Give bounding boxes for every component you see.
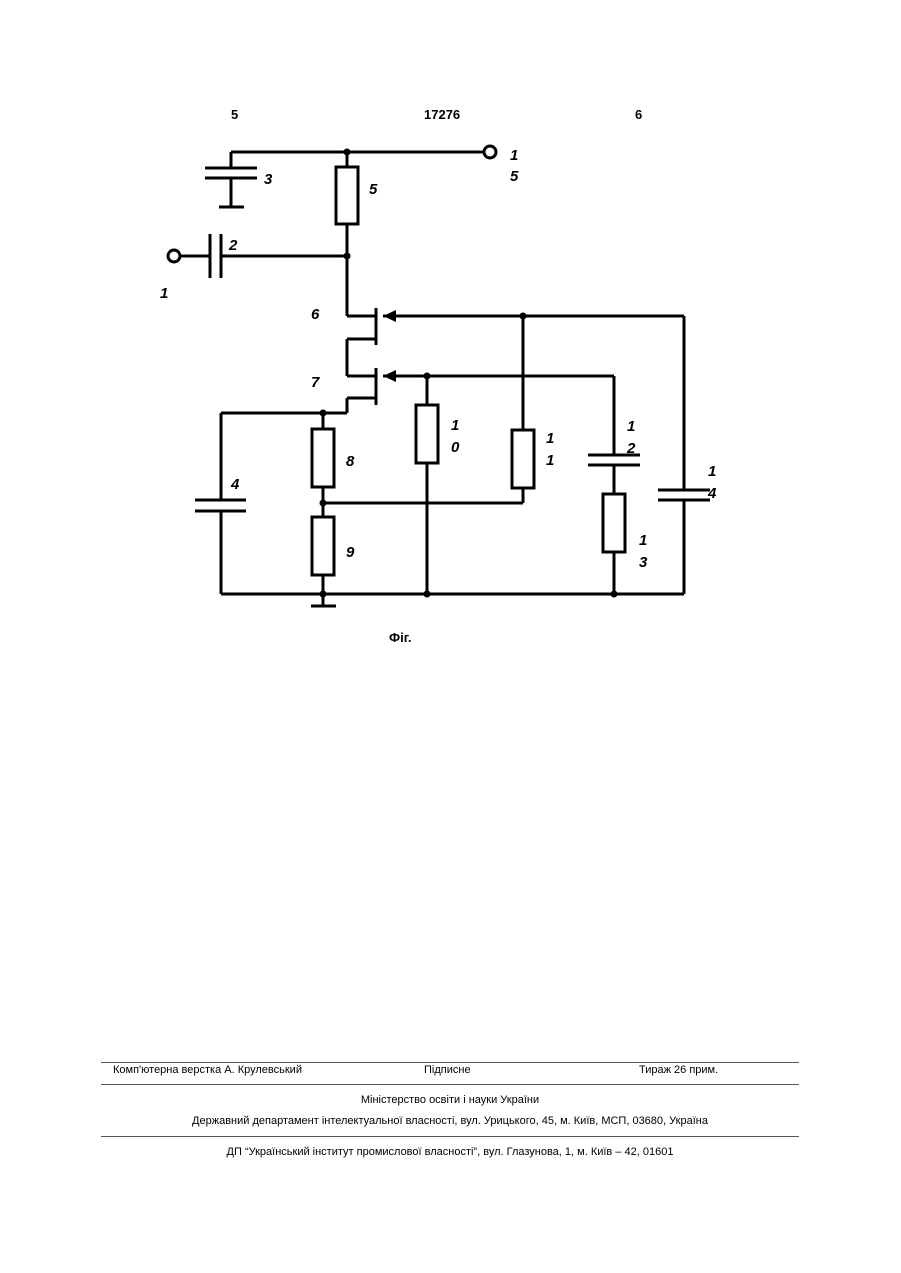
label-resistor-13a: 1 [639, 532, 647, 549]
resistor-9 [312, 517, 334, 575]
label-output-b: 5 [510, 168, 519, 185]
resistor-13 [603, 494, 625, 552]
footer-rule [101, 1084, 799, 1085]
label-resistor-10a: 1 [451, 417, 459, 434]
resistor-10 [416, 405, 438, 463]
label-capacitor-14b: 4 [707, 485, 717, 502]
label-resistor-10b: 0 [451, 439, 460, 456]
footer-department: Державний департамент інтелектуальної вл… [101, 1115, 799, 1127]
label-capacitor-14a: 1 [708, 463, 716, 480]
footer-rule [101, 1136, 799, 1137]
label-input: 1 [160, 285, 168, 302]
resistor-11 [512, 430, 534, 488]
resistor-8 [312, 429, 334, 487]
label-resistor-8: 8 [346, 453, 355, 470]
output-terminal [484, 146, 496, 158]
footer-institute: ДП “Український інститут промислової вла… [101, 1146, 799, 1158]
label-resistor-9: 9 [346, 544, 355, 561]
label-transistor-7: 7 [311, 374, 320, 391]
label-transistor-6: 6 [311, 306, 320, 323]
input-terminal [168, 250, 180, 262]
label-resistor-13b: 3 [639, 554, 648, 571]
footer-ministry: Міністерство освіти і науки України [101, 1094, 799, 1106]
label-resistor-11a: 1 [546, 430, 554, 447]
label-capacitor-4: 4 [230, 476, 240, 493]
label-capacitor-3: 3 [264, 171, 273, 188]
label-resistor-5: 5 [369, 181, 378, 198]
circuit-schematic: 1 2 3 4 5 6 7 8 9 1 0 1 1 1 2 1 3 1 4 1 … [0, 0, 901, 660]
figure-caption: Фіг. [389, 630, 411, 645]
label-output-a: 1 [510, 147, 518, 164]
label-capacitor-12a: 1 [627, 418, 635, 435]
label-resistor-11b: 1 [546, 452, 554, 469]
footer-circulation: Тираж 26 прим. [639, 1064, 718, 1076]
resistor-5 [336, 167, 358, 224]
label-capacitor-2: 2 [228, 237, 238, 254]
footer-subscription: Підписне [424, 1064, 471, 1076]
footer-layout: Комп'ютерна верстка А. Крулевський [113, 1064, 302, 1076]
label-capacitor-12b: 2 [626, 440, 636, 457]
footer-rule [101, 1062, 799, 1063]
